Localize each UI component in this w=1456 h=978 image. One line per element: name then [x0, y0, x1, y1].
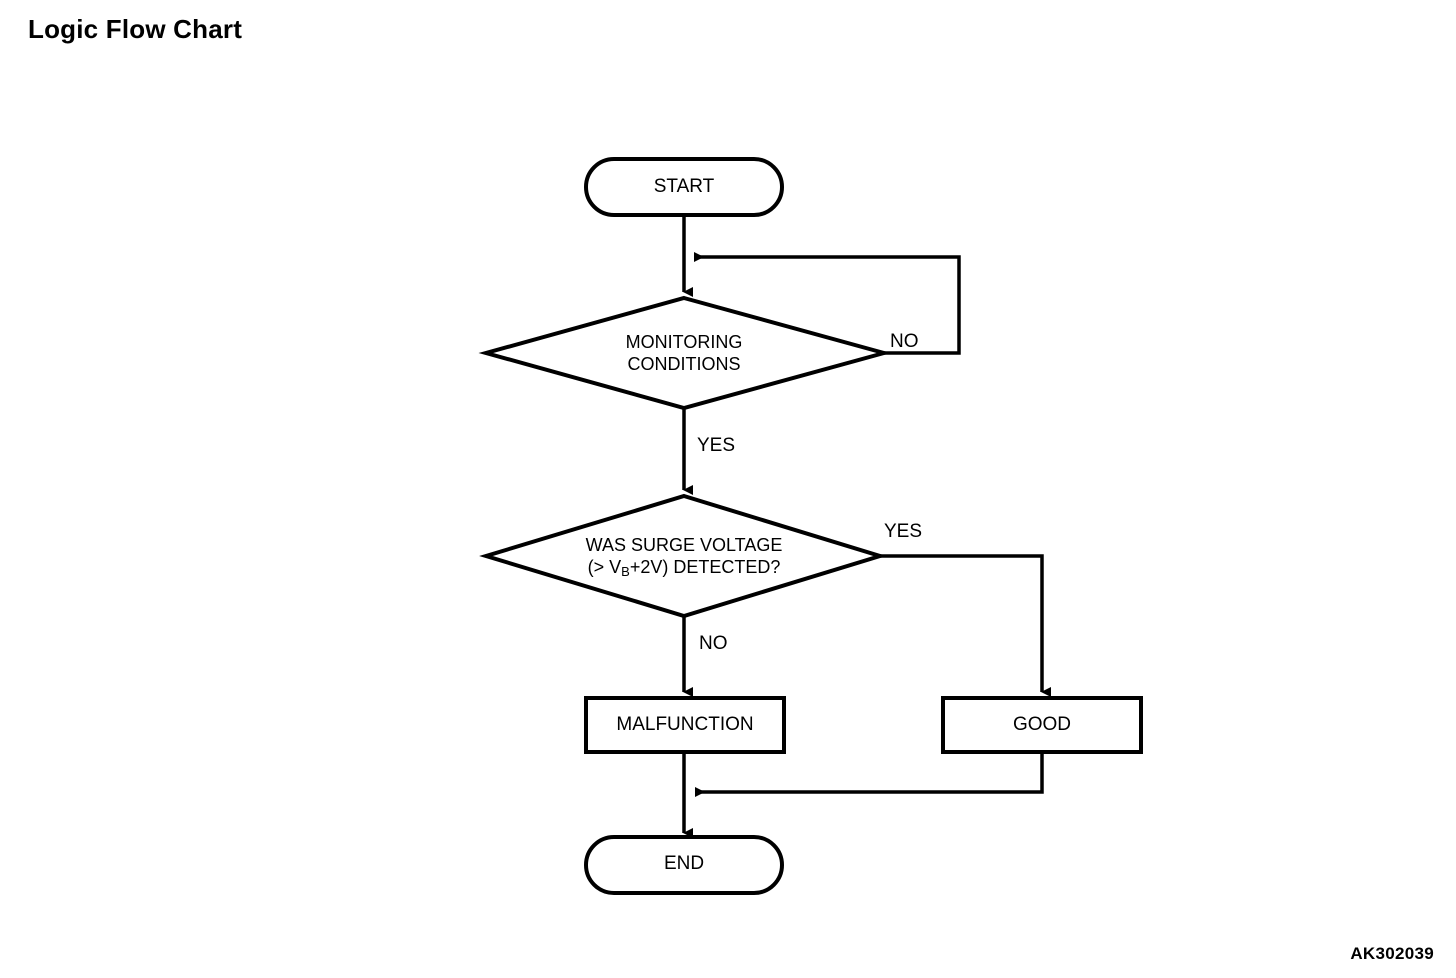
- reference-code: AK302039: [1350, 944, 1434, 963]
- edge-surge-yes-to-good: [880, 554, 1051, 697]
- edge-monitoring-no-loop: [694, 252, 961, 355]
- page-title: Logic Flow Chart: [28, 14, 243, 44]
- good-node-shape: [941, 696, 1143, 754]
- malfunction-node-shape: [584, 696, 786, 754]
- end-node-shape: [584, 835, 784, 895]
- start-node-shape: [584, 157, 784, 217]
- surge-decision-shape: [479, 493, 887, 619]
- monitoring-decision-shape: [478, 295, 892, 411]
- edge-good-to-merge: [695, 752, 1044, 797]
